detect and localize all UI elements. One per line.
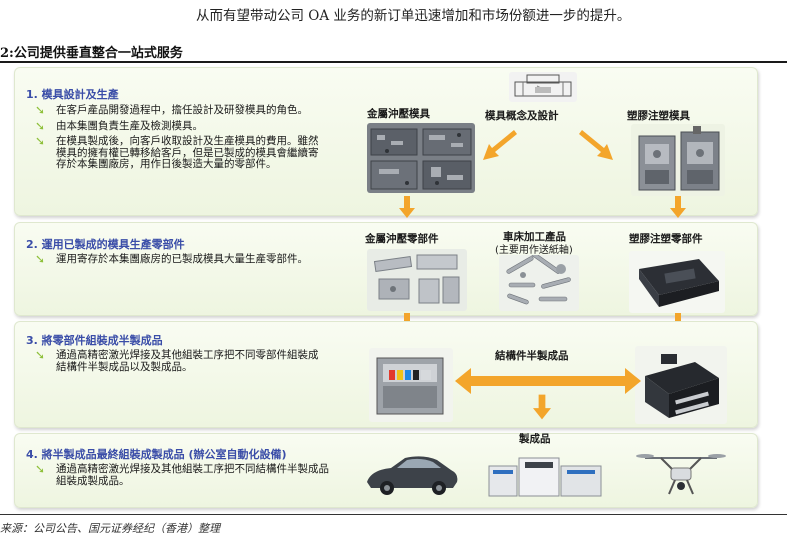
- metal-stamping-parts-image: [367, 249, 467, 311]
- step-panel-4: 4. 將半製成品最終組裝成製成品 (辦公室自動化設備) ➘通過高精密激光焊接及其…: [14, 433, 758, 508]
- arrow-down-icon: [533, 394, 551, 420]
- label-metal-stamping-parts: 金屬沖壓零部件: [365, 233, 439, 245]
- bullet-arrow-icon: ➘: [35, 103, 46, 117]
- source-note: 来源：公司公告、国元证券经纪（香港）整理: [0, 522, 220, 535]
- arrow-down-icon: [399, 196, 415, 218]
- step-panel-1: 1. 模具設計及生產 ➘在客戶產品開發過程中，擔任設計及研發模具的角色。 ➘由本…: [14, 67, 758, 218]
- semi-finished-assembly-right-image: [635, 346, 727, 424]
- bullet-item: ➘在模具製成後，向客戶收取設計及生產模具的費用。雖然模具的擁有權已轉移給客戶，但…: [35, 134, 319, 170]
- label-finished-products: 製成品: [519, 433, 551, 445]
- drone-product-image: [635, 448, 727, 502]
- bullet-arrow-icon: ➘: [35, 462, 46, 476]
- car-product-image: [361, 450, 461, 498]
- bullet-arrow-icon: ➘: [35, 118, 46, 133]
- step-4-title: 4. 將半製成品最終組裝成製成品 (辦公室自動化設備): [26, 448, 287, 461]
- label-lathe-products: 車床加工產品: [503, 231, 566, 243]
- step-3-bullets: ➘通過高精密激光焊接及其他組裝工序把不同零部件組裝成結構件半製成品以及製成品。: [26, 348, 326, 377]
- plastic-injection-parts-image: [629, 251, 725, 313]
- arrow-bidirectional-icon: [455, 368, 641, 394]
- step-3-title: 3. 將零部件組裝成半製成品: [26, 334, 163, 347]
- step-panel-3: 3. 將零部件組裝成半製成品 ➘通過高精密激光焊接及其他組裝工序把不同零部件組裝…: [14, 321, 758, 428]
- step-2-title: 2. 運用已製成的模具生產零部件: [26, 238, 185, 251]
- label-structural-semi-finished: 結構件半製成品: [495, 350, 569, 362]
- label-lathe-products-note: (主要用作送紙軸): [495, 245, 573, 256]
- label-plastic-injection-mold: 塑膠注塑模具: [627, 110, 690, 122]
- bullet-item: ➘通過高精密激光焊接及其他組裝工序把不同結構件半製成品組裝成製成品。: [35, 462, 329, 487]
- lathe-products-image: [499, 255, 579, 311]
- bullet-item: ➘在客戶產品開發過程中，擔任設計及研發模具的角色。: [35, 103, 308, 117]
- bullet-arrow-icon: ➘: [35, 252, 46, 266]
- step-2-bullets: ➘運用寄存於本集團廠房的已製成模具大量生產零部件。: [26, 252, 326, 270]
- arrow-right-down-icon: [579, 130, 613, 160]
- label-plastic-injection-parts: 塑膠注塑零部件: [629, 233, 703, 245]
- mold-concept-drawing-image: [509, 72, 577, 102]
- title-divider: [0, 61, 787, 63]
- step-4-bullets: ➘通過高精密激光焊接及其他組裝工序把不同結構件半製成品組裝成製成品。: [26, 462, 331, 491]
- step-1-bullets: ➘在客戶產品開發過程中，擔任設計及研發模具的角色。 ➘由本集團負責生產及檢測模具…: [26, 103, 326, 175]
- office-printer-image: [485, 452, 605, 498]
- arrow-left-down-icon: [483, 130, 517, 160]
- intro-text: 从而有望带动公司 OA 业务的新订单迅速增加和市场份额进一步的提升。: [196, 8, 631, 24]
- arrow-down-icon: [670, 196, 686, 218]
- bullet-arrow-icon: ➘: [35, 134, 46, 148]
- label-mold-concept-design: 模具概念及設計: [485, 110, 559, 122]
- bullet-arrow-icon: ➘: [35, 348, 46, 362]
- step-1-title: 1. 模具設計及生產: [26, 88, 119, 101]
- bottom-divider: [0, 514, 787, 515]
- metal-stamping-mold-image: [367, 123, 475, 193]
- label-metal-stamping-mold: 金屬沖壓模具: [367, 108, 430, 120]
- step-panel-2: 2. 運用已製成的模具生產零部件 ➘運用寄存於本集團廠房的已製成模具大量生產零部…: [14, 222, 758, 335]
- bullet-item: ➘運用寄存於本集團廠房的已製成模具大量生產零部件。: [35, 252, 308, 266]
- bullet-item: ➘由本集團負責生產及檢測模具。: [35, 118, 203, 133]
- semi-finished-assembly-left-image: [369, 348, 453, 422]
- bullet-item: ➘通過高精密激光焊接及其他組裝工序把不同零部件組裝成結構件半製成品以及製成品。: [35, 348, 319, 373]
- plastic-injection-mold-image: [631, 124, 725, 196]
- figure-title: 2:公司提供垂直整合一站式服务: [0, 46, 183, 61]
